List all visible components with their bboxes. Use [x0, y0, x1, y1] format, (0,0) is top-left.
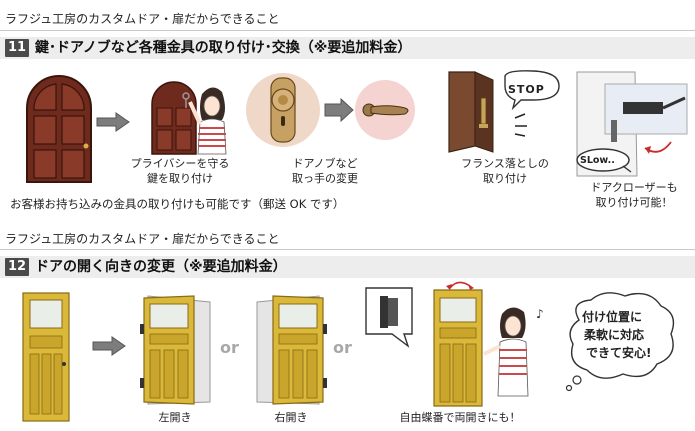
divider	[0, 249, 695, 250]
arched-door-illustration	[26, 75, 92, 183]
left-opening-door-illustration	[140, 295, 211, 405]
arrow-right-icon	[92, 336, 126, 356]
section1-header	[0, 37, 695, 59]
caption-closer-line2: 取り付け可能！	[595, 196, 673, 209]
divider	[0, 30, 695, 31]
svg-text:♪: ♪	[536, 307, 544, 321]
right-opening-door-illustration	[256, 295, 327, 405]
thought-bubble	[565, 292, 675, 392]
section1-number-badge: 11	[5, 39, 29, 57]
arrow-right-icon	[96, 112, 130, 132]
section1-note: お客様お持ち込みの金具の取り付けも可能です（郵送 OK です）	[10, 197, 345, 211]
caption-left-opening: 左開き	[158, 411, 192, 424]
caption-flush-line2: 取り付け	[483, 172, 527, 185]
double-acting-door-illustration: ♪	[365, 281, 544, 407]
caption-privacy-line2: 鍵を取り付け	[147, 172, 213, 185]
section2-kicker: ラフジュ工房のカスタムドア・扉だからできること	[5, 232, 280, 246]
caption-knob-line2: 取っ手の変更	[292, 172, 358, 185]
yellow-door-illustration	[22, 292, 70, 422]
caption-knob-line1: ドアノブなど	[292, 157, 358, 170]
bubble-line2: 柔軟に対応	[584, 328, 645, 342]
slow-label: SLow..	[580, 155, 615, 166]
flush-bolt-illustration	[448, 70, 560, 153]
caption-closer-line1: ドアクローザーも	[590, 181, 678, 194]
bubble-line1: 付け位置に	[582, 310, 643, 324]
stop-label: STOP	[508, 83, 545, 96]
door-knob-change-illustration	[246, 73, 415, 147]
door-with-key-illustration	[151, 81, 227, 155]
or-label-2: or	[333, 338, 352, 357]
section1-title: 鍵･ドアノブなど各種金具の取り付け･交換（※要追加料金）	[35, 40, 412, 56]
caption-privacy-line1: プライバシーを守る	[130, 157, 230, 170]
or-label-1: or	[220, 338, 239, 357]
section2-header	[0, 256, 695, 278]
caption-flush-line1: フランス落としの	[461, 157, 549, 170]
section2-title: ドアの開く向きの変更（※要追加料金）	[35, 259, 287, 275]
section1-kicker: ラフジュ工房のカスタムドア・扉だからできること	[5, 12, 280, 26]
section2-number-badge: 12	[5, 258, 29, 276]
bubble-line3: できて安心!	[586, 346, 652, 360]
door-closer-illustration	[576, 71, 688, 177]
caption-right-opening: 右開き	[274, 411, 308, 424]
caption-double-acting: 自由蝶番で両開きにも！	[399, 411, 521, 424]
